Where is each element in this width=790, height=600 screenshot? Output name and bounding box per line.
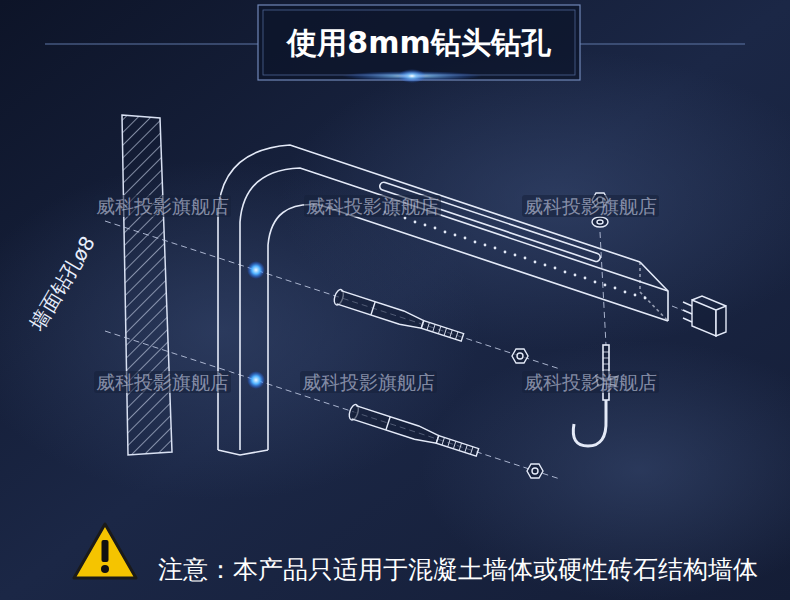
washer — [597, 220, 603, 224]
wall-section — [122, 115, 172, 455]
mounting-hole-glow — [247, 261, 265, 279]
bracket — [218, 145, 640, 450]
title-frame — [398, 69, 426, 83]
title-frame — [258, 5, 580, 80]
adjustment-holes — [514, 254, 517, 257]
bracket — [240, 168, 668, 450]
watermark: 威科投影旗舰店 — [304, 195, 441, 218]
end-cap — [692, 296, 726, 306]
expansion-bolt — [421, 321, 463, 342]
drill-guide-lines — [105, 331, 560, 479]
background — [280, 50, 790, 350]
title-frame — [263, 10, 575, 75]
adjustment-holes — [424, 224, 427, 227]
bracket — [379, 181, 602, 262]
watermark: 威科投影旗舰店 — [522, 371, 659, 394]
warning-icon — [101, 565, 109, 573]
bracket — [218, 450, 268, 455]
expansion-bolt — [371, 302, 375, 315]
adjustment-holes — [644, 297, 647, 300]
hex-nut — [517, 353, 523, 359]
adjustment-holes — [604, 284, 607, 287]
drill-hole-label: 墙面钻孔ø8 — [25, 232, 100, 334]
expansion-bolt — [427, 322, 458, 339]
adjustment-holes — [634, 294, 637, 297]
title-frame — [580, 44, 745, 45]
expansion-bolt — [436, 436, 478, 457]
watermark: 威科投影旗舰店 — [94, 371, 231, 394]
adjustment-holes — [544, 264, 547, 267]
warning-icon — [74, 524, 136, 578]
drill-guide-lines — [105, 221, 560, 369]
bracket — [379, 181, 602, 262]
end-cap — [716, 306, 726, 336]
hook-bolt — [573, 345, 618, 446]
adjustment-holes — [414, 221, 417, 224]
warning-icon — [74, 524, 136, 578]
expansion-bolt — [386, 417, 390, 430]
hook-bolt — [603, 352, 609, 370]
adjustment-holes — [404, 217, 407, 220]
watermark: 威科投影旗舰店 — [522, 195, 659, 218]
watermark: 威科投影旗舰店 — [300, 371, 437, 394]
expansion-bolt — [442, 437, 473, 454]
end-cap — [683, 296, 726, 336]
adjustment-holes — [484, 244, 487, 247]
adjustment-holes — [554, 267, 557, 270]
watermark: 威科投影旗舰店 — [94, 195, 231, 218]
adjustment-holes — [564, 271, 567, 274]
adjustment-holes — [494, 247, 497, 250]
adjustment-holes — [384, 211, 647, 300]
adjustment-holes — [504, 251, 507, 254]
expansion-bolt — [352, 406, 440, 447]
adjustment-holes — [464, 237, 467, 240]
bracket — [268, 205, 668, 451]
mounting-hole-glow — [247, 261, 265, 389]
title-frame — [45, 5, 745, 83]
adjustment-holes — [574, 274, 577, 277]
adjustment-holes — [524, 257, 527, 260]
adjustment-holes — [534, 261, 537, 264]
expansion-bolt — [337, 291, 425, 332]
wall-section — [122, 115, 172, 455]
adjustment-holes — [434, 227, 437, 230]
expansion-bolt — [348, 403, 480, 460]
hook-bolt — [573, 400, 606, 446]
end-cap — [683, 302, 692, 322]
bracket — [640, 262, 668, 321]
expansion-bolt — [333, 288, 465, 345]
warning-icon — [102, 540, 109, 562]
adjustment-holes — [444, 231, 447, 234]
drill-guide-lines — [105, 221, 692, 479]
washer — [592, 217, 608, 227]
adjustment-holes — [624, 291, 627, 294]
hex-nut — [512, 193, 608, 478]
adjustment-holes — [594, 281, 597, 284]
hex-nut — [532, 468, 538, 474]
hex-nut — [527, 464, 543, 478]
bracket — [640, 262, 668, 321]
washer — [592, 217, 608, 227]
bracket — [218, 145, 668, 455]
adjustment-holes — [454, 234, 457, 237]
hex-nut — [512, 349, 528, 363]
adjustment-holes — [474, 241, 477, 244]
title-frame — [45, 44, 258, 45]
mounting-hole-glow — [247, 371, 265, 389]
end-cap — [692, 300, 716, 336]
adjustment-holes — [614, 287, 617, 290]
title: 使用8mm钻头钻孔 — [287, 25, 550, 61]
adjustment-holes — [584, 277, 587, 280]
warning-note: 注意：本产品只适用于混凝土墙体或硬性砖石结构墙体 — [158, 555, 758, 585]
